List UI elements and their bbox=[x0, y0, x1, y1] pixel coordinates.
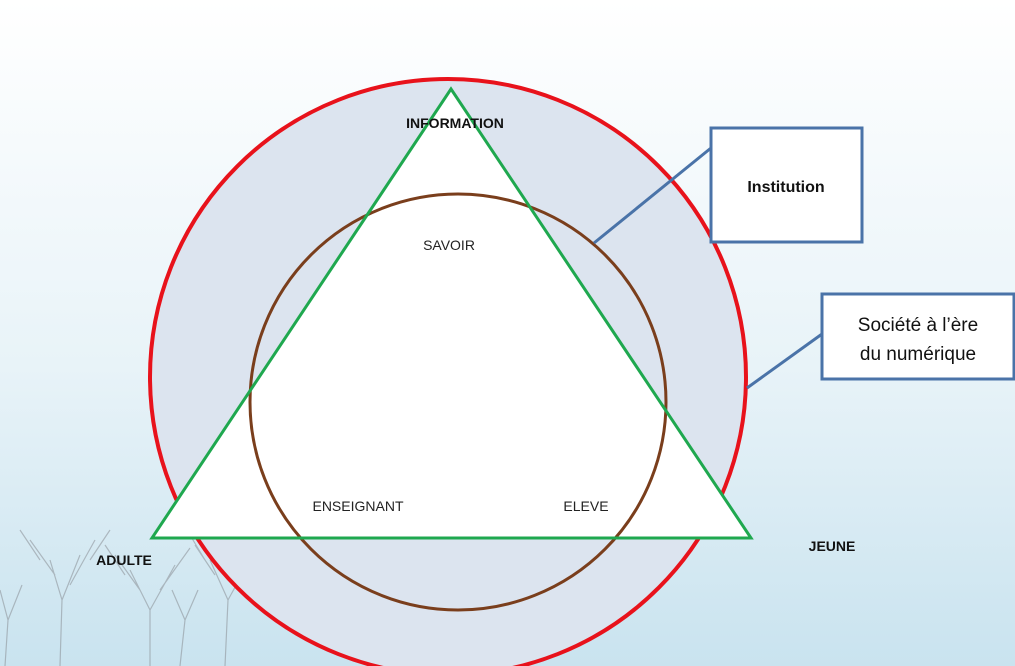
inner-circle-institution bbox=[248, 192, 668, 612]
institution-connector bbox=[593, 146, 712, 245]
triangle-fill bbox=[152, 89, 751, 538]
triangle-outline bbox=[149, 86, 754, 540]
institution-callout-box bbox=[709, 126, 864, 244]
societe-label-line2: du numérique bbox=[860, 344, 976, 365]
label-eleve: ELEVE bbox=[563, 498, 608, 514]
label-adulte: ADULTE bbox=[96, 552, 152, 568]
societe-label-line1: Société à l’ère bbox=[858, 315, 978, 336]
label-enseignant: ENSEIGNANT bbox=[312, 498, 403, 514]
societe-callout-box bbox=[820, 292, 1015, 381]
institution-label: Institution bbox=[747, 179, 824, 196]
societe-connector bbox=[746, 332, 823, 390]
label-information: INFORMATION bbox=[406, 115, 504, 131]
label-jeune: JEUNE bbox=[809, 538, 856, 554]
label-savoir: SAVOIR bbox=[423, 237, 475, 253]
